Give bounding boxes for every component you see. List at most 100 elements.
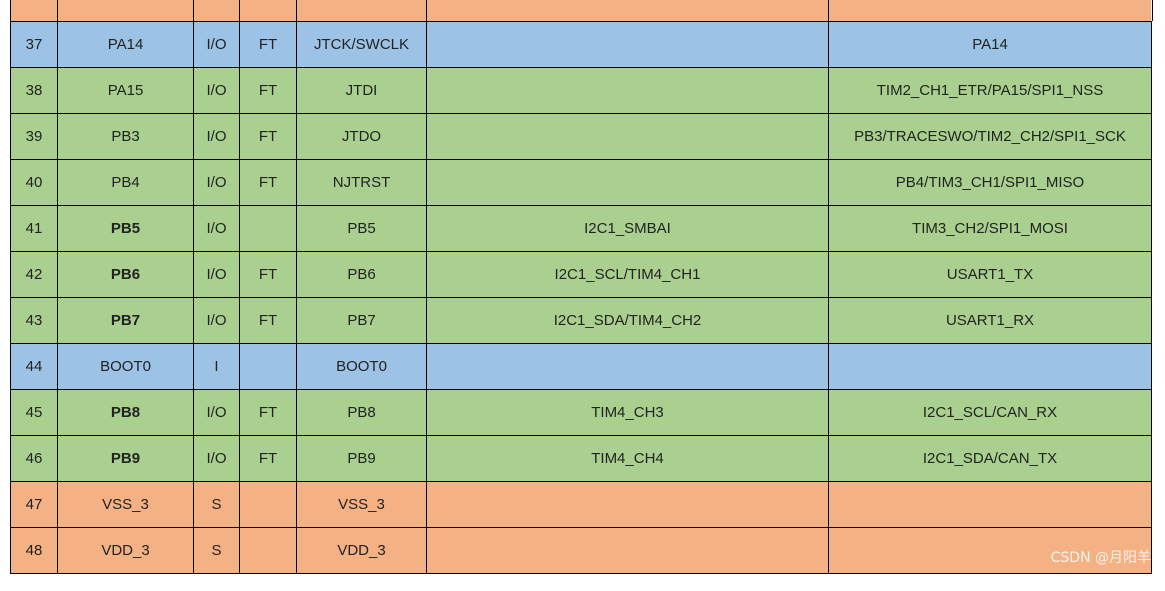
pin-type-cell: S	[193, 481, 240, 528]
remap-cell: I2C1_SDA/CAN_TX	[828, 435, 1152, 482]
remap-cell: PB3/TRACESWO/TIM2_CH2/SPI1_SCK	[828, 113, 1152, 160]
remap-cell	[828, 343, 1152, 390]
strip-separator	[10, 0, 58, 21]
pin-number-cell: 42	[10, 251, 58, 298]
strip-separator	[426, 0, 829, 21]
pin-number-cell: 46	[10, 435, 58, 482]
io-level-cell	[239, 205, 297, 252]
remap-cell: I2C1_SCL/CAN_RX	[828, 389, 1152, 436]
pin-number-cell: 39	[10, 113, 58, 160]
pin-type-cell: I/O	[193, 389, 240, 436]
pin-name-cell: PB6	[57, 251, 194, 298]
default-alternate-cell	[426, 67, 829, 114]
pin-type-cell: I/O	[193, 159, 240, 206]
default-alternate-cell	[426, 481, 829, 528]
io-level-cell: FT	[239, 251, 297, 298]
main-function-cell: NJTRST	[296, 159, 427, 206]
strip-separator	[296, 0, 427, 21]
pin-name-cell: PB4	[57, 159, 194, 206]
pin-number-cell: 38	[10, 67, 58, 114]
pin-number-cell: 48	[10, 527, 58, 574]
strip-separator	[57, 0, 194, 21]
main-function-cell: VSS_3	[296, 481, 427, 528]
pin-type-cell: S	[193, 527, 240, 574]
main-function-cell: PB5	[296, 205, 427, 252]
pin-name-cell: PB7	[57, 297, 194, 344]
pin-number-cell: 45	[10, 389, 58, 436]
main-function-cell: PB8	[296, 389, 427, 436]
remap-cell	[828, 527, 1152, 574]
pin-number-cell: 44	[10, 343, 58, 390]
io-level-cell	[239, 481, 297, 528]
pin-type-cell: I	[193, 343, 240, 390]
main-function-cell: JTCK/SWCLK	[296, 21, 427, 68]
default-alternate-cell	[426, 159, 829, 206]
remap-cell: USART1_TX	[828, 251, 1152, 298]
pin-name-cell: PB3	[57, 113, 194, 160]
default-alternate-cell: TIM4_CH3	[426, 389, 829, 436]
pin-name-cell: PB8	[57, 389, 194, 436]
io-level-cell: FT	[239, 389, 297, 436]
pin-type-cell: I/O	[193, 297, 240, 344]
io-level-cell: FT	[239, 297, 297, 344]
pin-name-cell: PA15	[57, 67, 194, 114]
main-function-cell: JTDI	[296, 67, 427, 114]
pin-type-cell: I/O	[193, 205, 240, 252]
default-alternate-cell	[426, 527, 829, 574]
main-function-cell: BOOT0	[296, 343, 427, 390]
default-alternate-cell: TIM4_CH4	[426, 435, 829, 482]
pin-name-cell: PA14	[57, 21, 194, 68]
pin-type-cell: I/O	[193, 21, 240, 68]
main-function-cell: PB6	[296, 251, 427, 298]
strip-separator	[193, 0, 240, 21]
watermark: CSDN @月阳羊	[1050, 550, 1151, 566]
pin-type-cell: I/O	[193, 251, 240, 298]
strip-separator	[239, 0, 297, 21]
io-level-cell: FT	[239, 435, 297, 482]
pin-type-cell: I/O	[193, 67, 240, 114]
pin-number-cell: 43	[10, 297, 58, 344]
main-function-cell: PB9	[296, 435, 427, 482]
pin-name-cell: PB9	[57, 435, 194, 482]
pin-number-cell: 37	[10, 21, 58, 68]
pin-name-cell: BOOT0	[57, 343, 194, 390]
pin-name-cell: PB5	[57, 205, 194, 252]
default-alternate-cell: I2C1_SCL/TIM4_CH1	[426, 251, 829, 298]
pin-type-cell: I/O	[193, 113, 240, 160]
remap-cell: USART1_RX	[828, 297, 1152, 344]
main-function-cell: PB7	[296, 297, 427, 344]
main-function-cell: JTDO	[296, 113, 427, 160]
io-level-cell: FT	[239, 113, 297, 160]
default-alternate-cell	[426, 21, 829, 68]
default-alternate-cell	[426, 113, 829, 160]
pin-name-cell: VSS_3	[57, 481, 194, 528]
previous-row-strip	[10, 0, 1153, 21]
default-alternate-cell: I2C1_SMBAI	[426, 205, 829, 252]
default-alternate-cell	[426, 343, 829, 390]
remap-cell: TIM2_CH1_ETR/PA15/SPI1_NSS	[828, 67, 1152, 114]
default-alternate-cell: I2C1_SDA/TIM4_CH2	[426, 297, 829, 344]
pin-number-cell: 40	[10, 159, 58, 206]
pin-number-cell: 41	[10, 205, 58, 252]
remap-cell	[828, 481, 1152, 528]
main-function-cell: VDD_3	[296, 527, 427, 574]
io-level-cell: FT	[239, 67, 297, 114]
remap-cell: PB4/TIM3_CH1/SPI1_MISO	[828, 159, 1152, 206]
pin-name-cell: VDD_3	[57, 527, 194, 574]
strip-separator	[828, 0, 1153, 21]
remap-cell: TIM3_CH2/SPI1_MOSI	[828, 205, 1152, 252]
